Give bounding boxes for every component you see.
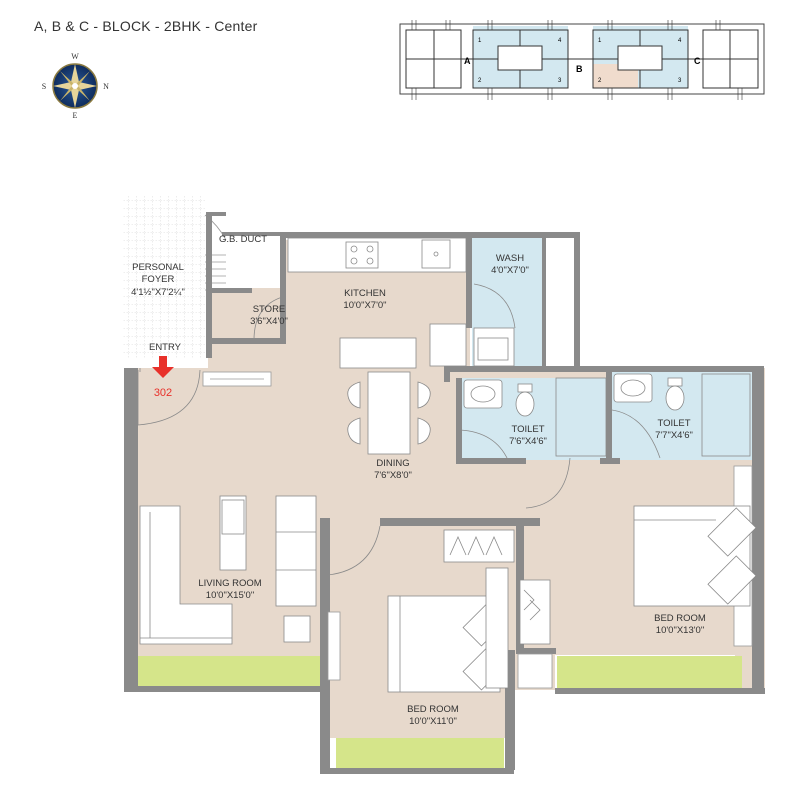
wall bbox=[212, 288, 252, 293]
wall bbox=[542, 232, 546, 368]
dining-table bbox=[367, 371, 411, 455]
bedroom2-size: 10'0"X11'0" bbox=[409, 716, 457, 727]
wall bbox=[456, 378, 462, 462]
wall bbox=[606, 458, 612, 464]
dining-name: DINING bbox=[376, 458, 409, 469]
key-unit-4: 4 bbox=[558, 38, 562, 44]
side-table bbox=[485, 567, 509, 689]
living-balcony bbox=[138, 656, 320, 686]
key-unit-4b: 4 bbox=[678, 38, 682, 44]
floor-area bbox=[138, 240, 765, 738]
key-block-a: A bbox=[464, 56, 471, 66]
side-table bbox=[283, 615, 311, 643]
foyer-name-line1: PERSONAL bbox=[132, 262, 184, 273]
compass-north-label: N bbox=[103, 82, 109, 91]
refrigerator bbox=[429, 323, 467, 367]
key-unit-1: 1 bbox=[478, 38, 482, 44]
wall bbox=[320, 518, 330, 768]
entry-label: ENTRY bbox=[149, 342, 182, 353]
wall bbox=[320, 768, 514, 774]
wall bbox=[444, 366, 764, 372]
coffee-table bbox=[275, 495, 317, 607]
toilet2-name: TOILET bbox=[657, 418, 690, 429]
toilet1-name: TOILET bbox=[511, 424, 544, 435]
wall bbox=[380, 518, 540, 526]
wall bbox=[516, 648, 556, 654]
wall bbox=[124, 686, 320, 692]
sofa bbox=[139, 505, 233, 645]
key-unit-2b: 2 bbox=[598, 78, 602, 84]
wall bbox=[466, 232, 472, 328]
toilet1-size: 7'6"X4'6" bbox=[509, 436, 547, 447]
living-name: LIVING ROOM bbox=[198, 578, 261, 589]
kitchen-sink-icon bbox=[421, 239, 451, 269]
kitchen-name: KITCHEN bbox=[344, 288, 386, 299]
window bbox=[517, 653, 553, 689]
key-block-c: C bbox=[694, 56, 701, 66]
wall bbox=[606, 372, 612, 462]
wall bbox=[574, 232, 580, 368]
wash-size: 4'0"X7'0" bbox=[491, 265, 529, 276]
key-unit-3: 3 bbox=[558, 78, 562, 84]
foyer-area bbox=[122, 196, 205, 359]
toilet-icon bbox=[517, 383, 533, 393]
foyer-size: 4'1½"X7'2¼" bbox=[131, 287, 185, 298]
key-unit-2: 2 bbox=[478, 78, 482, 84]
compass-west-label: W bbox=[71, 52, 79, 61]
key-unit-1b: 1 bbox=[598, 38, 602, 44]
kitchen-size: 10'0"X7'0" bbox=[343, 300, 386, 311]
wall bbox=[280, 232, 580, 238]
wardrobe bbox=[519, 579, 551, 645]
bedroom1-name: BED ROOM bbox=[654, 613, 706, 624]
shower-area bbox=[701, 373, 751, 457]
bedroom2-balcony bbox=[336, 738, 504, 770]
wall bbox=[444, 366, 450, 382]
store-size: 3'6"X4'0" bbox=[250, 316, 288, 327]
wall bbox=[555, 688, 765, 694]
stove-icon bbox=[345, 241, 379, 269]
wall bbox=[206, 212, 212, 358]
wall bbox=[752, 366, 764, 688]
bedroom2-name: BED ROOM bbox=[407, 704, 459, 715]
bedroom1-balcony bbox=[557, 656, 742, 688]
dining-chair bbox=[347, 381, 361, 409]
key-plan: A B C 1 2 3 4 1 2 3 4 bbox=[399, 20, 765, 100]
wall bbox=[456, 458, 526, 464]
wall bbox=[124, 368, 138, 688]
wash-name: WASH bbox=[496, 253, 524, 264]
wall bbox=[505, 650, 515, 770]
wall bbox=[280, 288, 286, 340]
dining-chair bbox=[417, 417, 431, 445]
entry-arrow-icon bbox=[152, 356, 174, 378]
key-block-b: B bbox=[576, 64, 583, 74]
toilet2-size: 7'7"X4'6" bbox=[655, 430, 693, 441]
living-size: 10'0"X15'0" bbox=[206, 590, 254, 601]
plan-title: A, B & C - BLOCK - 2BHK - Center bbox=[34, 18, 258, 34]
toilet-icon bbox=[667, 377, 683, 387]
compass-east-label: E bbox=[73, 111, 78, 120]
compass-icon: W E S N bbox=[42, 52, 109, 120]
wall bbox=[206, 338, 286, 344]
key-unit-3b: 3 bbox=[678, 78, 682, 84]
unit-number: 302 bbox=[154, 387, 172, 399]
wall bbox=[206, 212, 226, 216]
kitchen-island bbox=[339, 337, 417, 369]
bedroom1-size: 10'0"X13'0" bbox=[656, 625, 704, 636]
window bbox=[327, 611, 341, 681]
dining-size: 7'6"X8'0" bbox=[374, 470, 412, 481]
dining-chair bbox=[347, 417, 361, 445]
dining-chair bbox=[417, 381, 431, 409]
foyer-name-line2: FOYER bbox=[142, 274, 175, 285]
wall bbox=[222, 232, 284, 236]
compass-south-label: S bbox=[42, 82, 46, 91]
wall bbox=[280, 232, 286, 288]
shower-area bbox=[555, 377, 607, 457]
wardrobe bbox=[443, 529, 515, 563]
duct-label: G.B. DUCT bbox=[219, 234, 267, 245]
store-name: STORE bbox=[253, 304, 286, 315]
